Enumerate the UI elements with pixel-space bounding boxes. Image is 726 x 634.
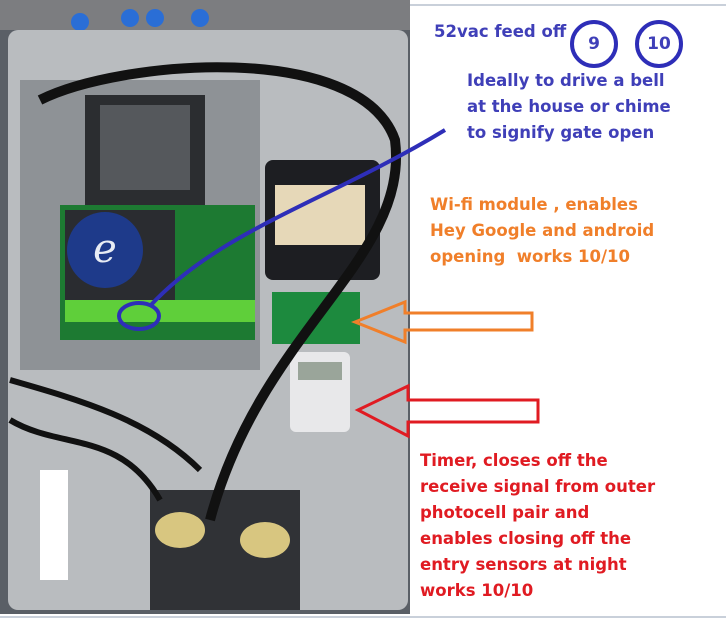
warning-tag [40, 470, 68, 580]
enclosure-photo: e [0, 0, 410, 614]
frame-bottom-border [0, 616, 726, 618]
svg-text:e: e [93, 226, 117, 272]
wifi-note: Wi-fi module , enables Hey Google and an… [430, 195, 655, 266]
timer-note: Timer, closes off the receive signal fro… [420, 451, 656, 600]
screw-icon [71, 13, 89, 31]
frame-top-border [410, 4, 726, 6]
easigate-logo [67, 212, 143, 288]
bell-note: Ideally to drive a bell at the house or … [467, 71, 671, 142]
terminal-9-circle: 9 [570, 20, 618, 68]
terminal-10-label: 10 [647, 34, 671, 54]
feed-label: 52vac feed off [434, 22, 567, 41]
terminal-9-label: 9 [588, 34, 600, 54]
terminal-10-circle: 10 [635, 20, 683, 68]
